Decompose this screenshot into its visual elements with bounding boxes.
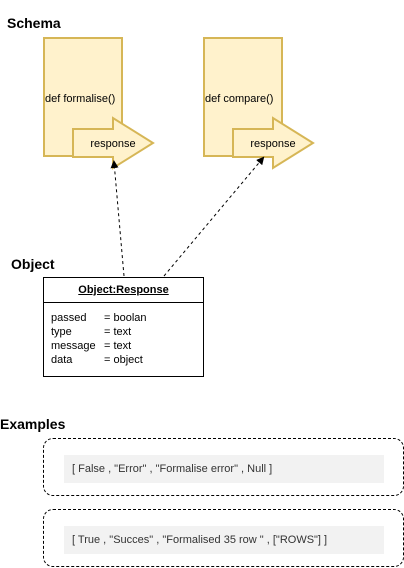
schema-title: Schema [7, 15, 61, 31]
field-row: message = text [51, 339, 203, 353]
object-header: Object:Response [44, 278, 203, 303]
examples-title: Examples [0, 416, 66, 432]
response-arrow-label: response [90, 138, 135, 150]
object-response-box[interactable]: Object:Response passed = boolan type = tex… [43, 277, 204, 377]
field-value: = text [104, 326, 132, 338]
function-box-compare[interactable]: def compare() [203, 37, 283, 157]
function-label: def compare() [205, 93, 274, 105]
dashed-connector [163, 156, 265, 277]
response-arrow-shape[interactable] [232, 116, 315, 170]
object-fields: passed= boolan type= text message= text … [44, 303, 203, 367]
field-row: type = text [51, 325, 203, 339]
field-value: = text [104, 340, 132, 352]
field-row: passed = boolan [51, 311, 203, 325]
field-key: passed [51, 312, 87, 324]
example-text[interactable]: [ False , "Error" , "Formalise error" , … [64, 455, 384, 483]
function-label: def formalise() [45, 93, 116, 105]
example-container: [ True , "Succes" , "Formalised 35 row "… [43, 509, 404, 567]
field-value: = boolan [104, 312, 147, 324]
example-container: [ False , "Error" , "Formalise error" , … [43, 438, 404, 496]
field-key: message [51, 340, 96, 352]
response-arrow-shape[interactable] [72, 116, 155, 170]
example-text[interactable]: [ True , "Succes" , "Formalised 35 row "… [64, 526, 384, 554]
response-arrow-label: response [250, 138, 295, 150]
field-key: data [51, 354, 73, 366]
object-title: Object [11, 256, 55, 272]
field-key: type [51, 326, 72, 338]
field-value: = object [104, 354, 143, 366]
field-row: data = object [51, 353, 203, 367]
dashed-connector [110, 160, 125, 277]
